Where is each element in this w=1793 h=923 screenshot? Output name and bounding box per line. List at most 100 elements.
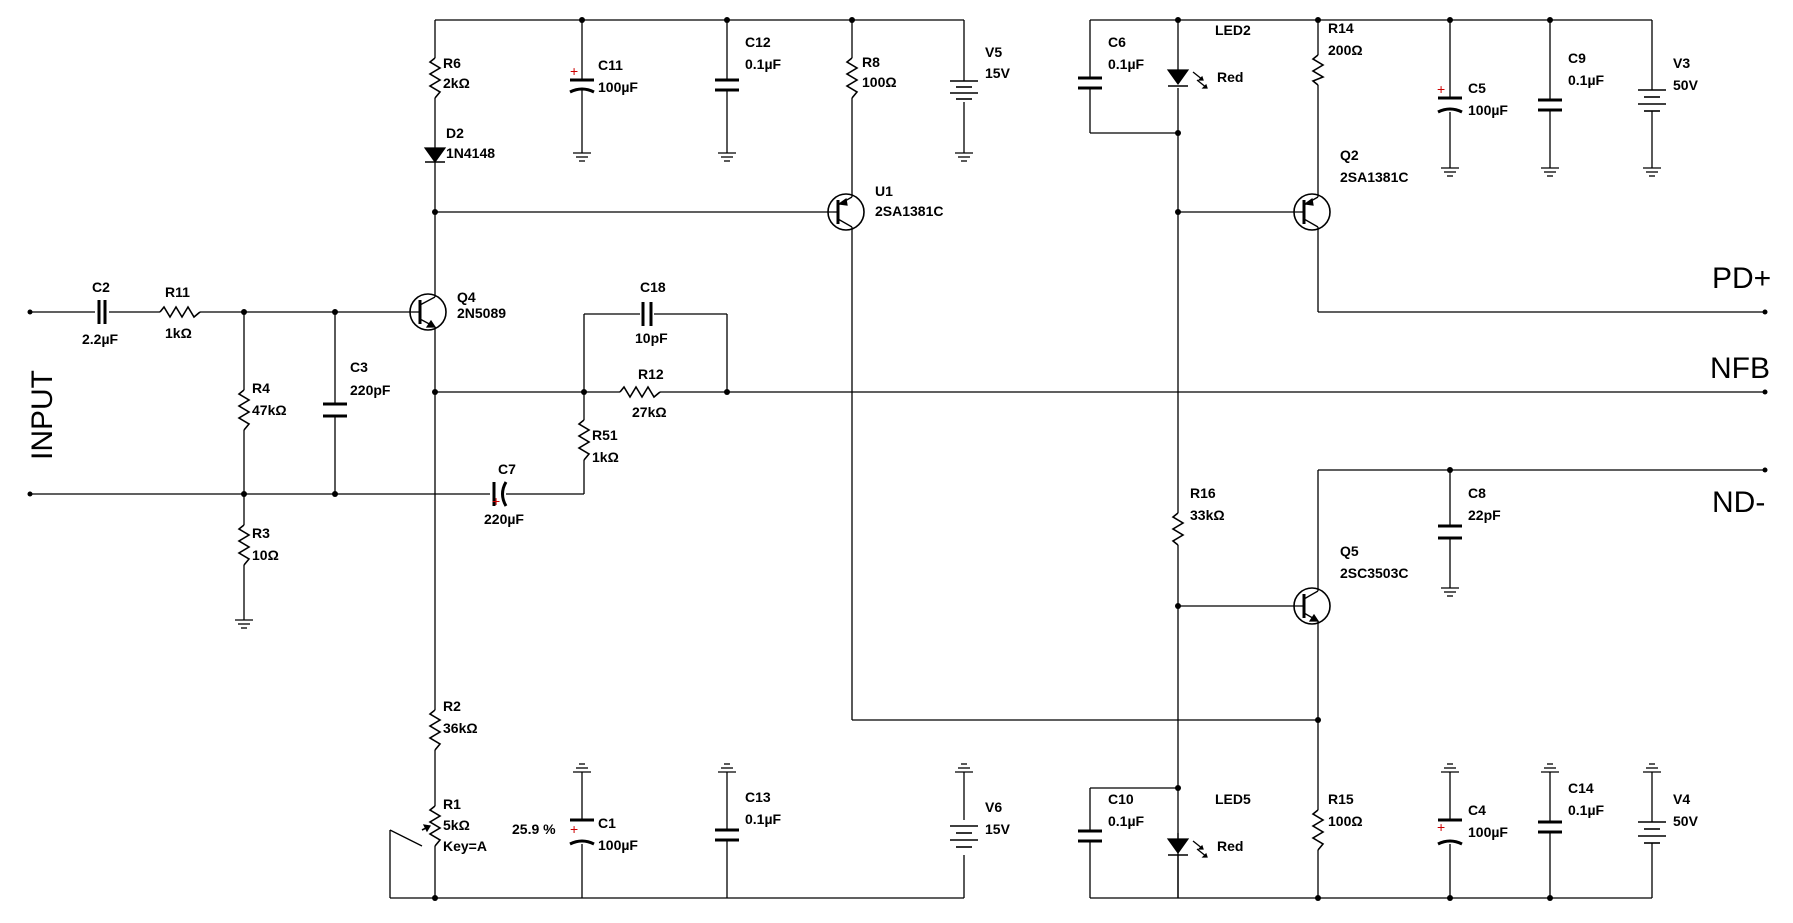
c7-value: 220µF: [484, 511, 524, 527]
capacitor-c11-symbol: [569, 78, 595, 94]
q4-value: 2N5089: [457, 305, 506, 321]
battery-v5-symbol: [950, 75, 978, 100]
polarity-mark-c7: +: [492, 493, 500, 509]
r1-value: 5kΩ: [443, 817, 470, 833]
resistor-r11-symbol: [159, 305, 201, 319]
resistor-r8-symbol: [845, 57, 859, 99]
polarity-mark-c11: +: [570, 63, 578, 79]
polarity-mark-c5: +: [1437, 81, 1445, 97]
r51-ref: R51: [592, 427, 618, 443]
resistor-r14-symbol: [1311, 54, 1325, 86]
junction-dots: [27, 17, 1768, 901]
r15-ref: R15: [1328, 791, 1354, 807]
c1-ref: C1: [598, 815, 616, 831]
led2-value: Red: [1217, 69, 1243, 85]
r8-ref: R8: [862, 54, 880, 70]
c18-value: 10pF: [635, 330, 668, 346]
resistor-r16-symbol: [1171, 512, 1185, 546]
d2-ref: D2: [446, 125, 464, 141]
c5-ref: C5: [1468, 80, 1486, 96]
q4-ref: Q4: [457, 289, 476, 305]
battery-v3-symbol: [1638, 89, 1666, 112]
transistor-q4-symbol: [409, 293, 447, 331]
resistor-r3-symbol: [237, 524, 251, 566]
c10-value: 0.1µF: [1108, 813, 1145, 829]
capacitor-c18-symbol: [641, 302, 653, 326]
capacitor-c2-symbol: [97, 300, 107, 324]
r12-value: 27kΩ: [632, 404, 667, 420]
c5-value: 100µF: [1468, 102, 1508, 118]
led2-ref: LED2: [1215, 22, 1251, 38]
c9-value: 0.1µF: [1568, 72, 1605, 88]
c12-ref: C12: [745, 34, 771, 50]
r14-value: 200Ω: [1328, 42, 1363, 58]
c8-ref: C8: [1468, 485, 1486, 501]
led5-ref: LED5: [1215, 791, 1251, 807]
capacitor-c7-symbol: [492, 481, 508, 507]
capacitor-c9-symbol: [1538, 98, 1562, 112]
r15-value: 100Ω: [1328, 813, 1363, 829]
led5-value: Red: [1217, 838, 1243, 854]
q2-ref: Q2: [1340, 147, 1359, 163]
transistor-u1-symbol: [827, 193, 865, 231]
r16-ref: R16: [1190, 485, 1216, 501]
wires: [30, 19, 1765, 899]
potentiometer-r1-symbol: [421, 805, 442, 847]
c3-value: 220pF: [350, 382, 391, 398]
c14-ref: C14: [1568, 780, 1594, 796]
diode-d2-symbol: [423, 147, 447, 164]
capacitor-c6-symbol: [1078, 76, 1102, 90]
c10-ref: C10: [1108, 791, 1134, 807]
c2-value: 2.2µF: [82, 331, 119, 347]
resistor-r51-symbol: [577, 419, 591, 461]
polarity-mark-c4: +: [1437, 819, 1445, 835]
c11-value: 100µF: [598, 79, 638, 95]
v4-value: 50V: [1673, 813, 1699, 829]
r4-ref: R4: [252, 380, 270, 396]
v3-ref: V3: [1673, 55, 1690, 71]
r1-ref: R1: [443, 796, 461, 812]
v3-value: 50V: [1673, 77, 1699, 93]
capacitor-c12-symbol: [715, 78, 739, 92]
c13-value: 0.1µF: [745, 811, 782, 827]
capacitor-c10-symbol: [1078, 829, 1102, 843]
r51-value: 1kΩ: [592, 449, 619, 465]
c4-value: 100µF: [1468, 824, 1508, 840]
v4-ref: V4: [1673, 791, 1690, 807]
polarity-marks: + + + + +: [492, 63, 1445, 837]
q2-value: 2SA1381C: [1340, 169, 1409, 185]
nfb-port-label: NFB: [1710, 352, 1770, 385]
v5-value: 15V: [985, 65, 1011, 81]
c18-ref: C18: [640, 279, 666, 295]
q5-ref: Q5: [1340, 543, 1359, 559]
v6-ref: V6: [985, 799, 1002, 815]
capacitor-c3-symbol: [323, 402, 347, 418]
c8-value: 22pF: [1468, 507, 1501, 523]
component-labels: C2 2.2µF R11 1kΩ R4 47kΩ R3 10Ω C3 220pF…: [82, 20, 1699, 854]
r16-value: 33kΩ: [1190, 507, 1225, 523]
c1-value: 100µF: [598, 837, 638, 853]
nd-minus-port-label: ND-: [1712, 486, 1765, 519]
resistor-r6-symbol: [428, 57, 442, 99]
battery-v6-symbol: [950, 825, 978, 848]
pd-plus-port-label: PD+: [1712, 262, 1771, 295]
v5-ref: V5: [985, 44, 1002, 60]
u1-ref: U1: [875, 183, 893, 199]
d2-value: 1N4148: [446, 145, 495, 161]
c6-value: 0.1µF: [1108, 56, 1145, 72]
c7-ref: C7: [498, 461, 516, 477]
resistor-r12-symbol: [619, 385, 661, 399]
c11-ref: C11: [598, 57, 623, 73]
c6-ref: C6: [1108, 34, 1126, 50]
capacitor-c1-symbol: [569, 818, 595, 846]
r3-ref: R3: [252, 525, 270, 541]
r1-setting: 25.9 %: [512, 821, 556, 837]
capacitor-c4-symbol: [1437, 818, 1463, 846]
v6-value: 15V: [985, 821, 1011, 837]
resistor-r4-symbol: [237, 389, 251, 431]
capacitor-c8-symbol: [1438, 524, 1462, 540]
r12-ref: R12: [638, 366, 664, 382]
c12-value: 0.1µF: [745, 56, 782, 72]
transistor-q5-symbol: [1293, 587, 1331, 625]
r2-value: 36kΩ: [443, 720, 478, 736]
